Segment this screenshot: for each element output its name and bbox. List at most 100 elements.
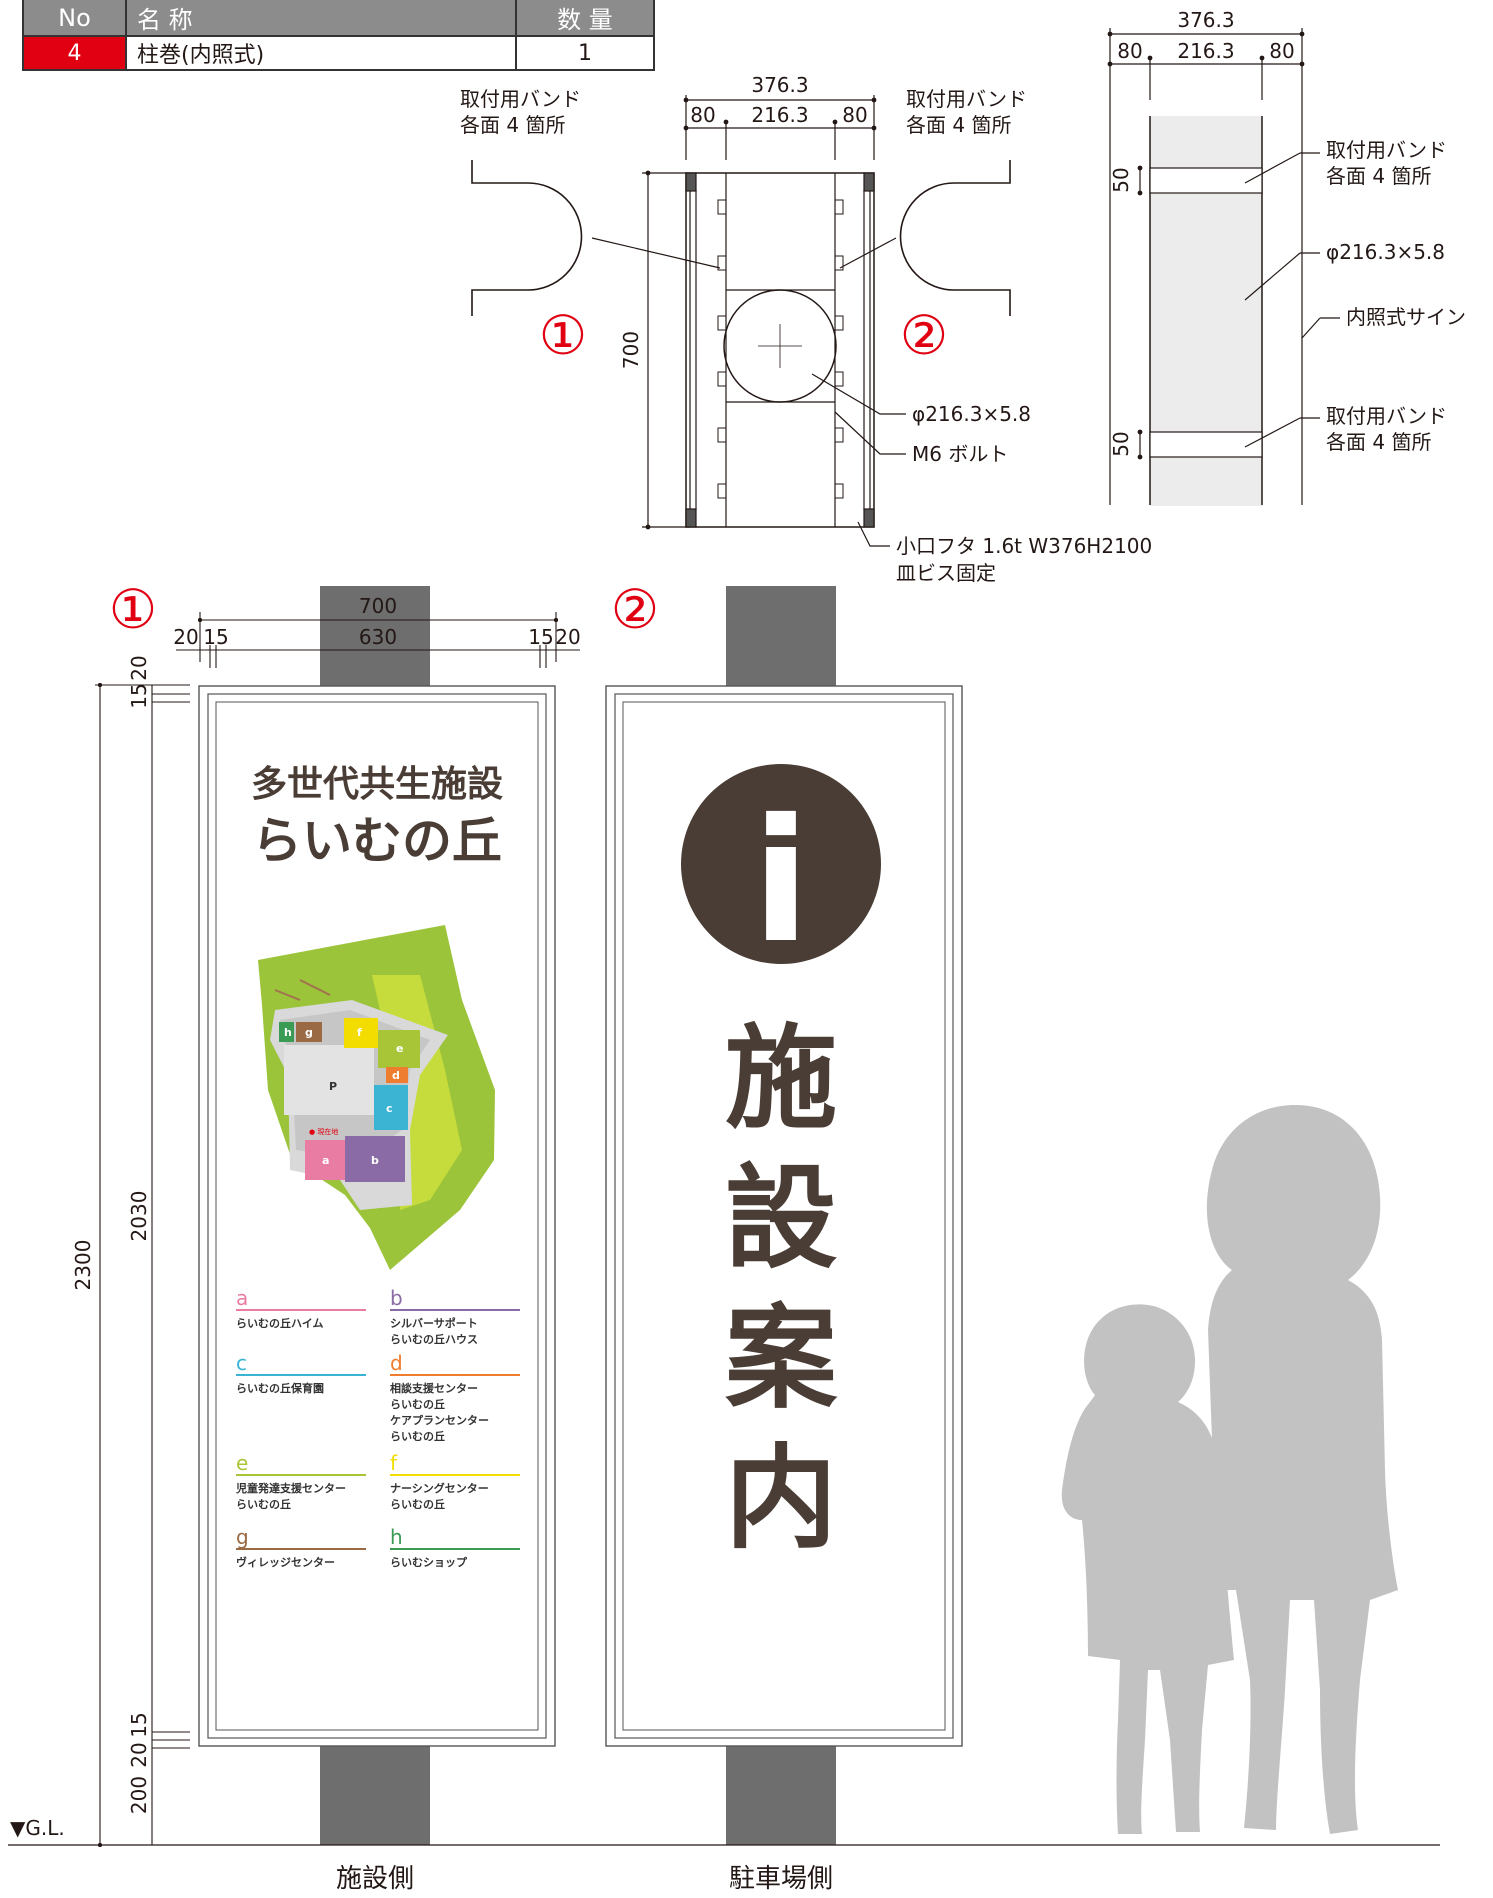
legend-key: h — [390, 1525, 403, 1549]
legend-text: 児童発達支援センター — [235, 1481, 346, 1495]
side-band-label-top-1: 取付用バンド — [1326, 138, 1447, 162]
dim-20-bottom: 20 — [127, 1742, 151, 1767]
plan-band-label-right-2: 各面 4 箇所 — [906, 113, 1011, 137]
map-label-h: h — [284, 1026, 292, 1039]
elevation-marker-1: ① — [109, 578, 157, 641]
info-icon — [681, 764, 881, 964]
caption-facility-side: 施設側 — [336, 1864, 414, 1894]
legend-text: らいむの丘 — [236, 1498, 291, 1511]
map-label-e: e — [396, 1042, 403, 1055]
legend-key: a — [236, 1286, 248, 1310]
dim-630: 630 — [359, 625, 397, 649]
side-labels: 376.3 80 216.3 80 50 50 取付用バンド 各面 4 箇所 φ… — [1109, 8, 1466, 457]
dim-15-left: 15 — [203, 625, 228, 649]
dim-20-left: 20 — [173, 625, 198, 649]
row-no: 4 — [22, 35, 127, 71]
side-drawing — [1107, 28, 1340, 506]
legend-text: ナーシングセンター — [390, 1481, 489, 1495]
pole-top-2 — [726, 586, 836, 686]
plan-markers: ① ② — [539, 304, 948, 367]
side-band-label-top-2: 各面 4 箇所 — [1326, 164, 1431, 188]
legend-text: シルバーサポート — [390, 1316, 478, 1330]
map-current-location: ● 現在地 — [309, 1127, 338, 1136]
side-band-height-bottom: 50 — [1109, 431, 1133, 456]
plan-labels: 376.3 80 216.3 80 700 取付用バンド 各面 4 箇所 取付用… — [460, 73, 1152, 585]
caption-parking-side: 駐車場側 — [729, 1864, 833, 1894]
panel2-char-4: 内 — [725, 1434, 837, 1564]
legend-key: b — [390, 1286, 403, 1310]
plan-marker-2: ② — [900, 304, 948, 367]
plan-band-label-left-1: 取付用バンド — [460, 87, 581, 111]
plan-band-label-right-1: 取付用バンド — [906, 87, 1027, 111]
legend-item: c らいむの丘保育園 — [236, 1351, 366, 1395]
dim-2030: 2030 — [127, 1191, 151, 1242]
pole-bottom-2 — [726, 1745, 836, 1845]
dim-15-top: 15 — [127, 683, 151, 708]
sign-panel-2: i 施 設 案 内 — [605, 685, 963, 1747]
panel2-char-1: 施 — [725, 1014, 837, 1144]
plan-marker-1: ① — [539, 304, 587, 367]
people-silhouette — [1061, 1105, 1398, 1834]
legend-key: c — [236, 1351, 247, 1375]
side-band-label-bottom-2: 各面 4 箇所 — [1326, 430, 1431, 454]
legend-text: らいむの丘保育園 — [236, 1381, 324, 1395]
plan-cap-label-2: 皿ビス固定 — [896, 561, 996, 585]
legend-text: らいむの丘 — [390, 1398, 445, 1411]
side-dim-side-right: 80 — [1269, 39, 1294, 63]
row-name: 柱巻(内照式) — [125, 35, 517, 71]
legend-text: らいむの丘ハウス — [390, 1333, 478, 1346]
legend-key: e — [236, 1451, 248, 1475]
side-dim-total: 376.3 — [1177, 8, 1234, 32]
elevation-dim-labels: 700 630 20 15 15 20 2300 2030 20 15 15 2… — [10, 594, 581, 1840]
legend-text: ヴィレッジセンター — [236, 1555, 335, 1569]
plan-cap-label-1: 小口フタ 1.6t W376H2100 — [896, 534, 1152, 558]
legend-text: ケアプランセンター — [390, 1413, 489, 1427]
header-no: No — [22, 0, 127, 37]
side-dim-mid: 216.3 — [1177, 39, 1234, 63]
sign-panel-1: 多世代共生施設 らいむの丘 h g f e d c — [198, 685, 556, 1747]
side-dim-side-left: 80 — [1117, 39, 1142, 63]
elevation-marker-2: ② — [611, 578, 659, 641]
plan-dim-mid: 216.3 — [751, 103, 808, 127]
table-row: 4 柱巻(内照式) 1 — [22, 35, 655, 71]
legend-key: f — [390, 1451, 398, 1475]
panel2-char-3: 案 — [725, 1294, 838, 1424]
map-label-f: f — [357, 1026, 362, 1039]
legend-key: d — [390, 1351, 403, 1375]
elevation-captions: 施設側 駐車場側 — [336, 1864, 833, 1894]
legend-item: h らいむショップ — [390, 1525, 520, 1569]
map-label-b: b — [371, 1154, 379, 1167]
dim-20-top: 20 — [127, 655, 151, 680]
plan-pipe-label: φ216.3×5.8 — [912, 402, 1031, 426]
map-label-g: g — [305, 1026, 313, 1039]
dim-700: 700 — [359, 594, 397, 618]
plan-dim-side-left: 80 — [690, 103, 715, 127]
table-header-row: No 名 称 数 量 — [22, 0, 655, 37]
pole-bottom-1 — [320, 1745, 430, 1845]
parts-table: No 名 称 数 量 4 柱巻(内照式) 1 — [22, 0, 655, 71]
legend-text: らいむショップ — [390, 1555, 468, 1569]
plan-dim-height: 700 — [619, 331, 643, 369]
side-band-height-top: 50 — [1109, 167, 1133, 192]
site-map: h g f e d c a b P ● 現在地 — [258, 925, 495, 1270]
info-icon-letter: i — [752, 783, 810, 981]
plan-band-label-left-2: 各面 4 箇所 — [460, 113, 565, 137]
panel1-title-line2: らいむの丘 — [252, 812, 502, 870]
header-qty: 数 量 — [515, 0, 655, 37]
legend-text: らいむの丘 — [390, 1498, 445, 1511]
side-sign-label: 内照式サイン — [1346, 305, 1466, 329]
plan-dim-total: 376.3 — [751, 73, 808, 97]
dim-15-bottom: 15 — [127, 1712, 151, 1737]
legend-text: らいむの丘 — [390, 1430, 445, 1443]
map-label-d: d — [392, 1069, 400, 1082]
legend-text: 相談支援センター — [390, 1381, 478, 1395]
gl-label: ▼G.L. — [10, 1816, 65, 1840]
